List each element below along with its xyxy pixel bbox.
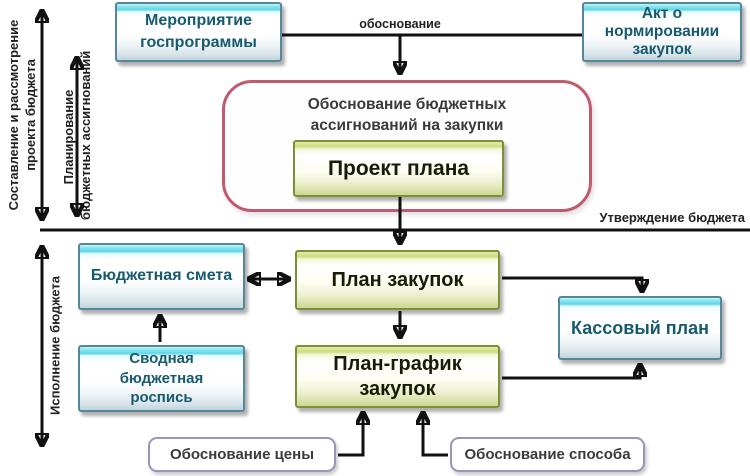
- stage-label-appropriations-planning-line2: бюджетных ассигнований: [78, 50, 93, 220]
- node-budget-estimate: Бюджетная смета: [78, 243, 245, 310]
- stage-label-budget-execution: Исполнение бюджета: [47, 276, 63, 415]
- arrow-price-justification-to-schedule-plan: [338, 414, 363, 457]
- node-program-event: Мероприятие госпрограммы: [115, 2, 282, 62]
- node-normalization-act: Акт о нормировании закупок: [582, 2, 742, 62]
- stage-label-budget-drafting: Составление и рассмотрение проекта бюдже…: [5, 15, 39, 215]
- stage-label-appropriations-planning-line1: Планирование: [61, 89, 76, 185]
- node-cash-plan: Кассовый план: [558, 296, 722, 360]
- label-budget-approval: Утверждение бюджета: [599, 210, 745, 225]
- arrow-procurement-plan-to-cash-plan: [502, 276, 642, 290]
- node-method-justification: Обоснование способа: [450, 437, 645, 472]
- node-plan-draft: Проект плана: [293, 140, 504, 197]
- stage-label-appropriations-planning: Планирование бюджетных ассигнований: [60, 50, 94, 220]
- node-schedule-plan: План-график закупок: [295, 345, 500, 408]
- stage-label-budget-drafting-line2: проекта бюджета: [23, 59, 38, 171]
- stage-label-budget-drafting-line1: Составление и рассмотрение: [6, 19, 21, 211]
- node-procurement-plan: План закупок: [295, 250, 500, 310]
- node-consolidated-roster: Сводная бюджетная роспись: [78, 345, 245, 412]
- node-price-justification: Обоснование цены: [148, 437, 336, 472]
- budget-justification-title: Обоснование бюджетных ассигнований на за…: [307, 96, 507, 134]
- arrow-method-justification-to-schedule-plan: [423, 414, 448, 457]
- label-justification: обоснование: [359, 17, 441, 31]
- arrow-schedule-plan-to-cash-plan: [502, 366, 640, 380]
